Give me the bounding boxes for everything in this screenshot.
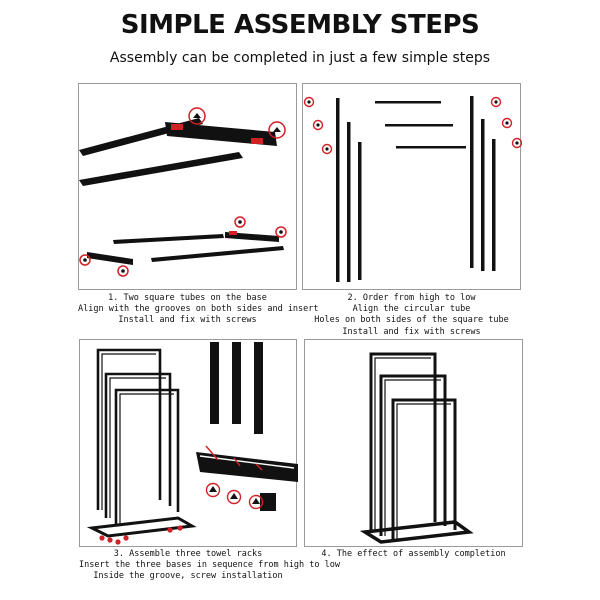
step-3-caption: 3. Assemble three towel racks Insert the…	[79, 549, 340, 583]
page-subtitle: Assembly can be completed in just a few …	[109, 50, 491, 66]
rack-assembly-drawing	[86, 342, 298, 545]
step-1-line-3: Install and fix with screws	[118, 315, 257, 326]
step-3-illustration	[79, 339, 298, 547]
step-2-illustration	[302, 83, 522, 290]
step-1-line-1: 1. Two square tubes on the base	[108, 293, 267, 303]
base-tubes-drawing	[79, 107, 287, 277]
step-3-line-3: Inside the groove, screw installation	[93, 571, 283, 582]
step-2-line-2: Align the circular tube	[352, 304, 471, 315]
step-1-caption: 1. Two square tubes on the base Align wi…	[78, 293, 319, 327]
step-2-caption: 2. Order from high to low Align the circ…	[302, 293, 521, 338]
completed-rack-drawing	[359, 352, 474, 544]
step-4-line-1: 4. The effect of assembly completion	[321, 549, 506, 559]
step-2-line-1: 2. Order from high to low	[347, 293, 476, 303]
step-1-illustration	[78, 83, 297, 290]
step-4-caption: 4. The effect of assembly completion	[304, 549, 523, 560]
step-3-line-2: Insert the three bases in sequence from …	[79, 560, 340, 571]
step-3-line-1: 3. Assemble three towel racks	[113, 549, 263, 559]
uprights-drawing	[303, 96, 522, 282]
step-2-line-3: Holes on both sides of the square tube	[314, 315, 509, 326]
step-1-line-2: Align with the grooves on both sides and…	[78, 304, 319, 315]
step-4-illustration	[304, 339, 523, 547]
step-2-line-4: Install and fix with screws	[342, 326, 481, 337]
page-title: SIMPLE ASSEMBLY STEPS	[120, 10, 480, 40]
